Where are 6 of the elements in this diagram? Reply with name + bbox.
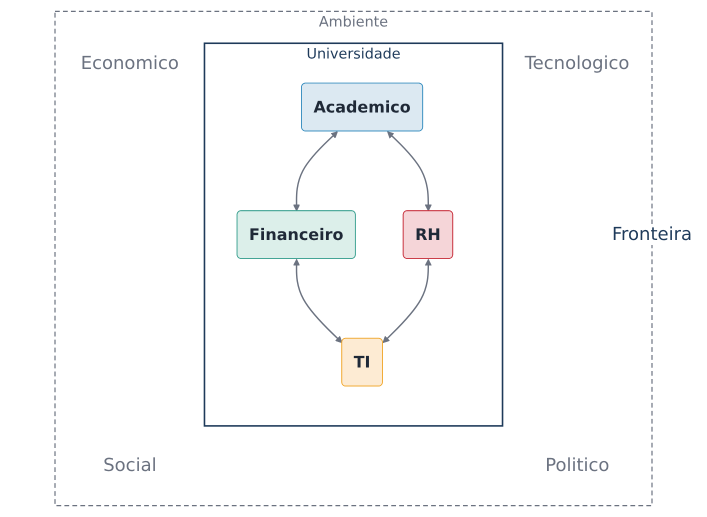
label-text: Tecnologico [524,52,630,74]
label-text: Fronteira [612,224,692,246]
arrow [293,258,342,344]
arrow [382,258,432,344]
arrow [387,131,432,212]
arrow [293,131,338,212]
